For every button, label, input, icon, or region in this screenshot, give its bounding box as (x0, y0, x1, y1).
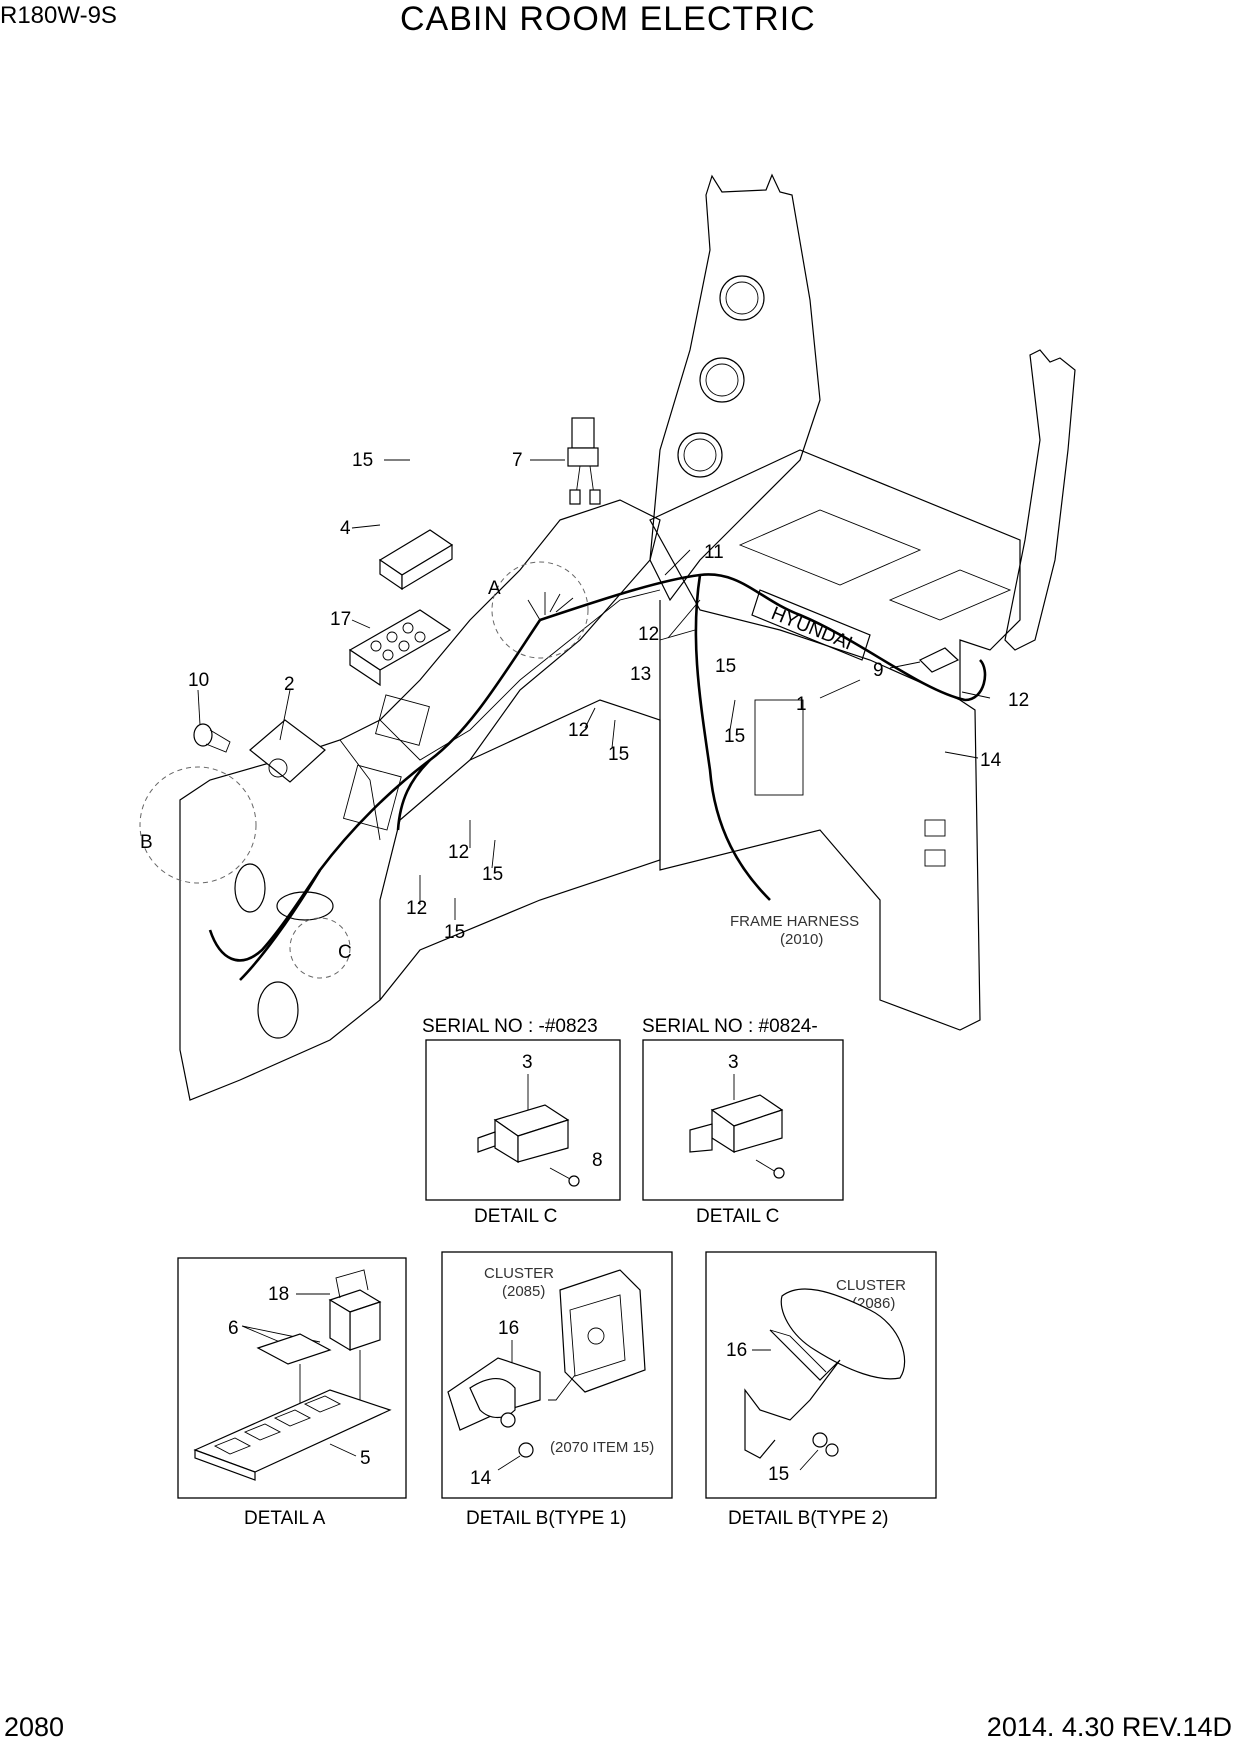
callout-12: 12 (448, 842, 469, 863)
detail-caption: DETAIL C (474, 1206, 557, 1227)
callout-5: 5 (360, 1448, 371, 1469)
callout-14: 14 (470, 1468, 492, 1489)
cabin-rear-pillar (649, 173, 821, 602)
part-10-lamp (193, 723, 231, 753)
callout-13: 13 (630, 664, 651, 685)
cabin-rear-shelf (649, 449, 1021, 701)
callout-c: C (338, 942, 352, 963)
callout-12: 12 (568, 720, 589, 741)
callout-6: 6 (228, 1318, 239, 1339)
callout-7: 7 (512, 450, 523, 471)
detail-b-type1-frame (441, 1251, 673, 1499)
detail-c-marker (289, 917, 351, 979)
callout-4: 4 (340, 518, 351, 539)
callout-15: 15 (715, 656, 736, 677)
cabin-rear-panel (659, 600, 981, 1031)
callout-12: 12 (638, 624, 659, 645)
callout-15: 15 (724, 726, 745, 747)
serial-range-label: SERIAL NO : -#0823 (422, 1016, 598, 1037)
detail-caption: DETAIL A (244, 1508, 326, 1529)
callout-15: 15 (608, 744, 629, 765)
cluster-ref: (2085) (502, 1283, 545, 1300)
left-console (179, 499, 661, 1101)
callout-10: 10 (188, 670, 209, 691)
detail-c-late-frame (642, 1039, 844, 1201)
part-2-socket (249, 719, 326, 783)
callout-1: 1 (796, 694, 807, 715)
callout-14: 14 (980, 750, 1002, 771)
callout-15: 15 (444, 922, 465, 943)
part-17-fuse-box (348, 609, 452, 687)
revision-date: 2014. 4.30 REV.14D (986, 1712, 1232, 1742)
detail-b-type2-frame (705, 1251, 937, 1499)
reference-note: (2070 ITEM 15) (550, 1439, 654, 1456)
callout-11: 11 (704, 542, 724, 563)
page-number: 2080 (4, 1712, 65, 1742)
callout-16: 16 (726, 1340, 747, 1361)
detail-c-early: SERIAL NO : -#0823 3 8 DETAIL C (422, 1016, 621, 1227)
callout-15: 15 (352, 450, 373, 471)
detail-c-early-frame (425, 1039, 621, 1201)
callout-2: 2 (284, 674, 295, 695)
detail-b-type2: CLUSTER (2086) 16 15 DETAIL B(TYPE 2) (705, 1251, 937, 1529)
frame-harness-ref: (2010) (780, 931, 823, 948)
callout-b: B (140, 832, 153, 853)
part-4-box (378, 529, 454, 591)
callout-9: 9 (873, 660, 884, 681)
page-title: CABIN ROOM ELECTRIC (400, 0, 816, 38)
cluster-label: CLUSTER (836, 1277, 906, 1294)
callout-12: 12 (406, 898, 427, 919)
leader-lines (197, 459, 991, 920)
floor-panel (379, 699, 661, 1001)
detail-c-late: SERIAL NO : #0824- 3 DETAIL C (642, 1016, 844, 1227)
part-9-relay (918, 647, 960, 673)
wiring-harness (208, 573, 987, 981)
serial-range-label: SERIAL NO : #0824- (642, 1016, 818, 1037)
detail-caption: DETAIL B(TYPE 2) (728, 1508, 888, 1529)
callout-a: A (488, 578, 501, 599)
frame-harness-label: FRAME HARNESS (730, 913, 859, 930)
detail-a-marker (491, 561, 589, 659)
detail-a-frame (177, 1257, 407, 1499)
detail-a: 18 6 5 DETAIL A (177, 1257, 407, 1529)
detail-b-marker (139, 766, 257, 884)
callout-12: 12 (1008, 690, 1029, 711)
cabin-right-pillar (1004, 349, 1076, 651)
callout-16: 16 (498, 1318, 519, 1339)
callout-8: 8 (592, 1150, 603, 1171)
part-7-switch (567, 417, 601, 505)
callout-3: 3 (522, 1052, 533, 1073)
callout-17: 17 (330, 609, 351, 630)
callout-15: 15 (768, 1464, 789, 1485)
callout-15: 15 (482, 864, 503, 885)
detail-b-type1: CLUSTER (2085) 16 (2070 ITEM 15) 14 DETA… (441, 1251, 673, 1529)
cluster-label: CLUSTER (484, 1265, 554, 1282)
detail-caption: DETAIL B(TYPE 1) (466, 1508, 626, 1529)
detail-caption: DETAIL C (696, 1206, 779, 1227)
callout-18: 18 (268, 1284, 289, 1305)
model-code: R180W-9S (0, 2, 117, 29)
callout-3: 3 (728, 1052, 739, 1073)
